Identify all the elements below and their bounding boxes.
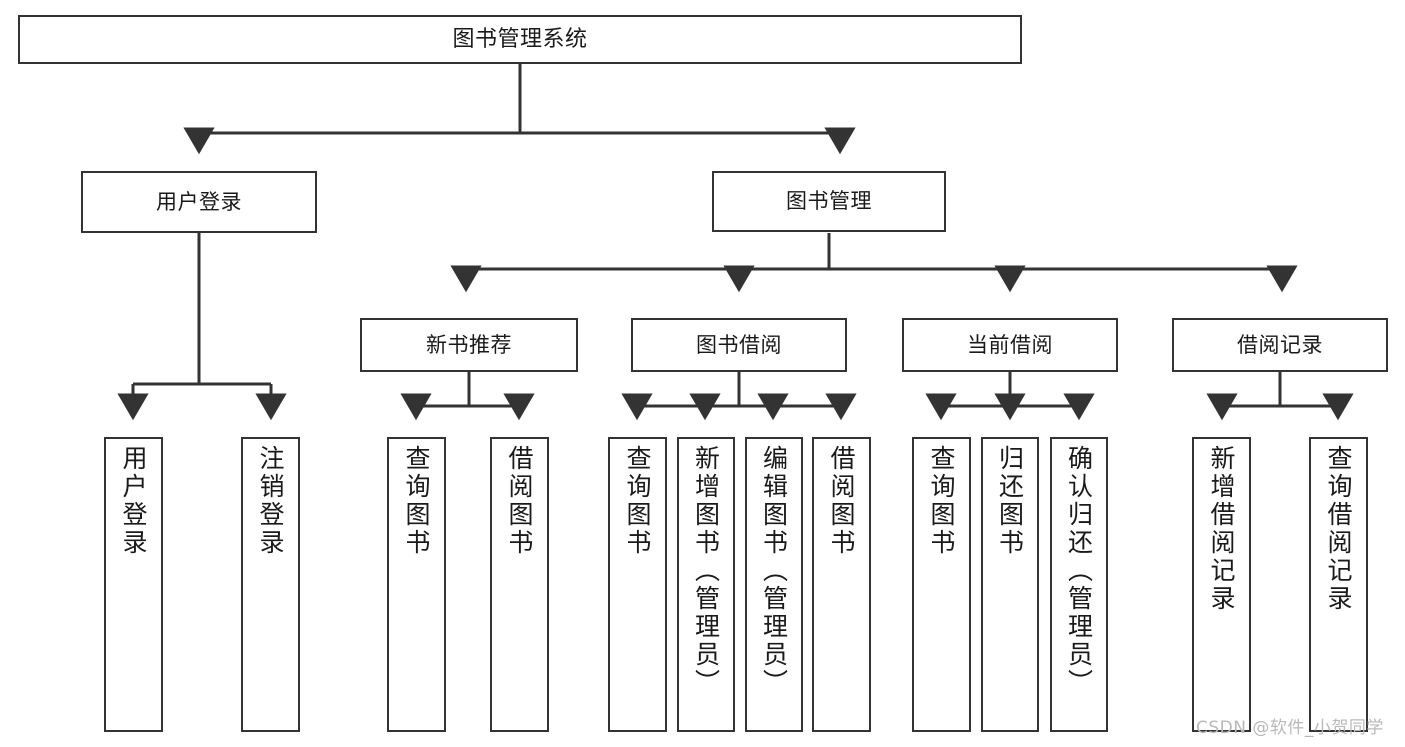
leaf-add-book[interactable]: 新增图书（管理员） <box>677 437 735 732</box>
leaf-confirm-return[interactable]: 确认归还（管理员） <box>1050 437 1108 732</box>
node-root[interactable]: 图书管理系统 <box>18 15 1022 64</box>
leaf-query-book-2-label: 查询图书 <box>623 445 652 557</box>
node-user-login[interactable]: 用户登录 <box>81 171 317 233</box>
leaf-query-book-3-label: 查询图书 <box>927 445 956 557</box>
leaf-return-book-label: 归还图书 <box>995 445 1025 557</box>
leaf-query-borrow-record-label: 查询借阅记录 <box>1324 445 1353 613</box>
node-book-borrow[interactable]: 图书借阅 <box>631 318 847 372</box>
leaf-add-borrow-record-label: 新增借阅记录 <box>1207 445 1236 613</box>
leaf-add-book-label: 新增图书（管理员） <box>691 445 721 697</box>
leaf-query-borrow-record[interactable]: 查询借阅记录 <box>1309 437 1368 732</box>
node-current-borrow-label: 当前借阅 <box>967 332 1053 357</box>
csdn-watermark: CSDN @软件_小贺同学 <box>1196 718 1384 738</box>
leaf-user-login-label: 用户登录 <box>119 445 148 557</box>
node-current-borrow[interactable]: 当前借阅 <box>902 318 1118 372</box>
node-new-book-recommend[interactable]: 新书推荐 <box>360 318 578 372</box>
node-new-book-recommend-label: 新书推荐 <box>426 332 512 357</box>
node-book-management[interactable]: 图书管理 <box>712 171 946 232</box>
leaf-query-book-3[interactable]: 查询图书 <box>912 437 971 732</box>
leaf-query-book-2[interactable]: 查询图书 <box>608 437 667 732</box>
leaf-user-login[interactable]: 用户登录 <box>104 437 163 732</box>
node-borrow-record[interactable]: 借阅记录 <box>1172 318 1388 372</box>
leaf-edit-book-label: 编辑图书（管理员） <box>759 445 789 697</box>
leaf-confirm-return-label: 确认归还（管理员） <box>1064 445 1094 697</box>
node-user-login-label: 用户登录 <box>156 189 242 214</box>
node-book-borrow-label: 图书借阅 <box>696 332 782 357</box>
node-book-management-label: 图书管理 <box>786 189 872 214</box>
leaf-add-borrow-record[interactable]: 新增借阅记录 <box>1192 437 1251 732</box>
leaf-borrow-book-1[interactable]: 借阅图书 <box>490 437 549 732</box>
leaf-borrow-book-1-label: 借阅图书 <box>505 445 534 557</box>
leaf-return-book[interactable]: 归还图书 <box>981 437 1039 732</box>
leaf-query-book-1-label: 查询图书 <box>402 445 431 557</box>
leaf-edit-book[interactable]: 编辑图书（管理员） <box>745 437 803 732</box>
node-root-label: 图书管理系统 <box>452 26 588 52</box>
leaf-query-book-1[interactable]: 查询图书 <box>387 437 446 732</box>
leaf-borrow-book-2[interactable]: 借阅图书 <box>812 437 871 732</box>
leaf-logout-login-label: 注销登录 <box>256 445 285 557</box>
leaf-logout-login[interactable]: 注销登录 <box>241 437 300 732</box>
node-borrow-record-label: 借阅记录 <box>1237 332 1323 357</box>
leaf-borrow-book-2-label: 借阅图书 <box>827 445 856 557</box>
